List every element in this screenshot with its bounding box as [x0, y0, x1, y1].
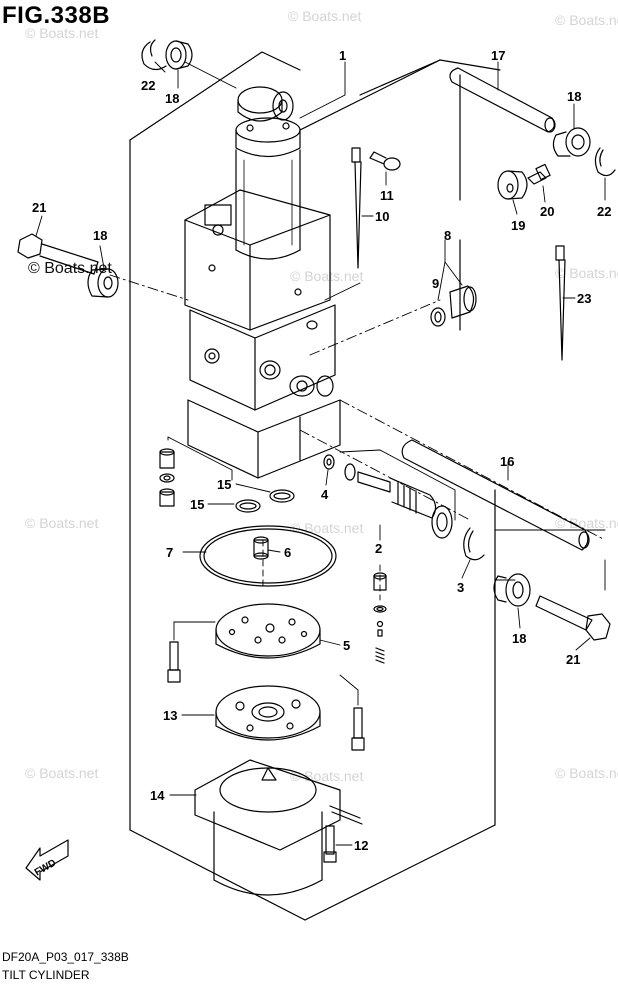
callout-18: 18 [93, 228, 107, 243]
filter-6 [253, 536, 269, 560]
callout-9: 9 [432, 276, 439, 291]
callout-15: 15 [217, 477, 231, 492]
assembly-outline [129, 51, 501, 921]
callout-16: 16 [500, 454, 514, 469]
screw-11 [369, 151, 401, 171]
callout-6: 6 [284, 545, 291, 560]
callout-20: 20 [540, 204, 554, 219]
watermark: © Boats.net [288, 8, 362, 24]
watermark: © Boats.net [25, 25, 99, 41]
cable-tie-23 [555, 245, 566, 361]
watermark: © Boats.net [555, 515, 618, 531]
valve-parts-15 [159, 448, 175, 507]
o-ring-4 [323, 454, 335, 470]
callout-3: 3 [457, 580, 464, 595]
bolt-pump-left [167, 641, 181, 683]
figure-caption: TILT CYLINDER [2, 968, 90, 982]
bolt-20 [527, 163, 551, 185]
o-ring-7 [199, 525, 337, 587]
callout-21: 21 [32, 200, 46, 215]
callout-19: 19 [511, 218, 525, 233]
figure-code: DF20A_P03_017_338B [2, 950, 129, 964]
bushing-18-bottom-right [493, 573, 531, 607]
plug-9 [430, 285, 477, 327]
fwd-arrow-icon [25, 839, 69, 881]
snap-ring-3 [463, 527, 485, 561]
snap-ring-22-right [594, 147, 616, 177]
callout-12: 12 [354, 838, 368, 853]
callout-11: 11 [380, 188, 394, 203]
watermark: © Boats.net [555, 265, 618, 281]
pump-5 [215, 603, 321, 659]
callout-labels: 1 2 3 4 5 6 7 8 9 10 11 12 13 14 15 15 1… [32, 48, 611, 879]
callout-18: 18 [165, 91, 179, 106]
callout-22: 22 [141, 78, 155, 93]
watermark: © Boats.net [25, 765, 99, 781]
bolt-21-right [535, 595, 611, 641]
bolt-pump-right [351, 707, 365, 751]
motor-14 [194, 759, 363, 896]
callout-23: 23 [577, 291, 591, 306]
callout-18: 18 [567, 89, 581, 104]
valve-assembly-2 [344, 463, 453, 539]
callout-10: 10 [375, 209, 389, 224]
callout-13: 13 [163, 708, 177, 723]
callout-7: 7 [166, 545, 173, 560]
plate-13 [215, 685, 321, 741]
watermark: © Boats.net [290, 268, 364, 284]
callout-22: 22 [597, 204, 611, 219]
callout-21: 21 [566, 652, 580, 667]
callout-4: 4 [321, 487, 329, 502]
collar-19 [497, 170, 528, 200]
callout-14: 14 [150, 788, 165, 803]
callout-1: 1 [339, 48, 346, 63]
pin-16 [401, 439, 590, 551]
leader-lines [109, 61, 606, 706]
o-ring-15-pair [235, 489, 295, 513]
bushing-18-left [87, 268, 119, 298]
bushing-18-top-left [165, 40, 193, 70]
callout-15: 15 [190, 497, 204, 512]
snap-ring-22-left [141, 39, 167, 71]
watermark: © Boats.net [555, 12, 618, 28]
figure-title: FIG.338B [2, 2, 111, 29]
callout-8: 8 [444, 228, 451, 243]
bolt-12 [323, 825, 337, 863]
bolt-21-left [17, 233, 99, 275]
check-valve-parts [373, 572, 387, 664]
pin-17 [449, 67, 556, 133]
watermark: © Boats.net [25, 515, 99, 531]
cable-tie-10 [351, 147, 362, 269]
callout-5: 5 [343, 638, 350, 653]
callout-leaders [35, 61, 606, 846]
callout-2: 2 [375, 541, 382, 556]
tilt-cylinder-body [184, 86, 341, 479]
bushing-18-top-right [552, 127, 591, 157]
callout-18: 18 [512, 631, 526, 646]
callout-17: 17 [491, 48, 505, 63]
watermark: © Boats.net [555, 765, 618, 781]
